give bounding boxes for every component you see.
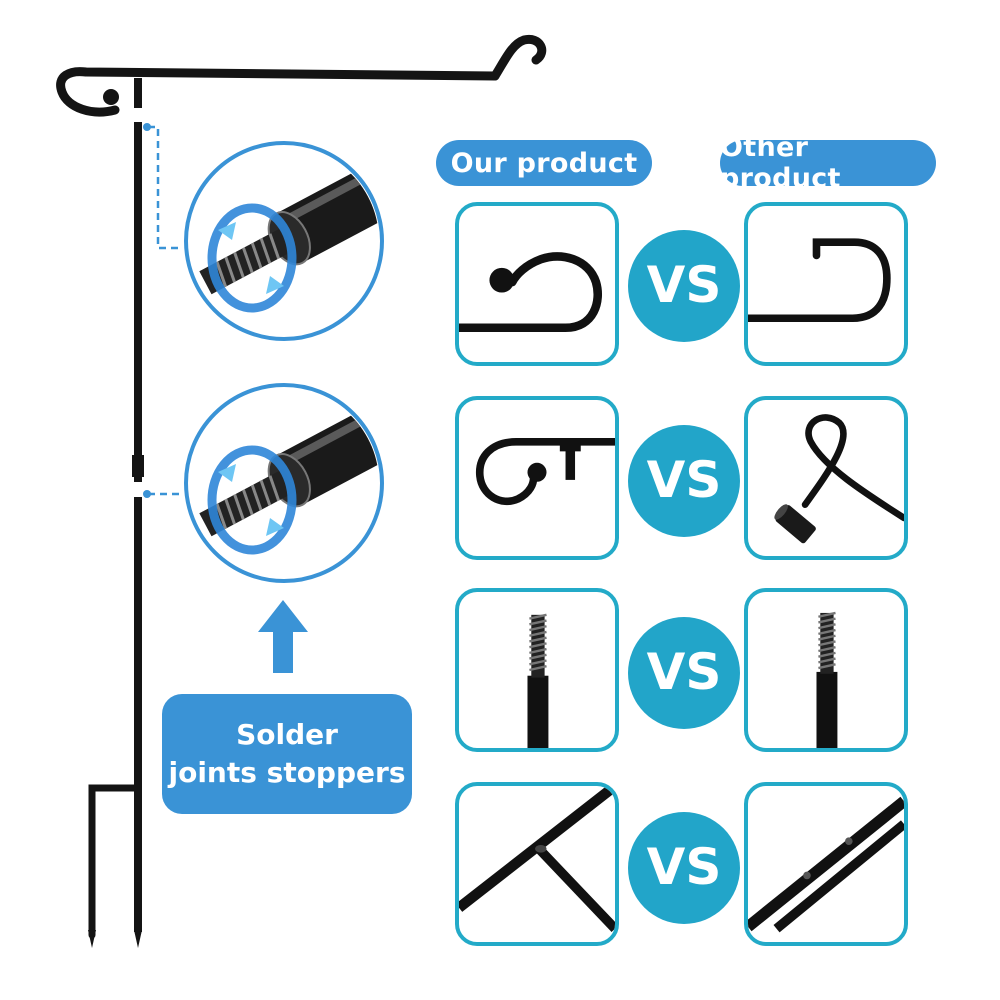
zoom-circle-upper — [184, 141, 384, 341]
pole-joint-collar — [132, 455, 144, 477]
dot-marker-top — [143, 123, 151, 131]
vs-badge-row-4: VS — [628, 812, 740, 924]
vs-text: VS — [647, 451, 722, 509]
pole-lower-segment — [134, 497, 142, 932]
dot-marker-bottom — [143, 490, 151, 498]
header-our-product: Our product — [436, 140, 652, 186]
rotate-arrows-icon — [207, 203, 297, 313]
zoom-circle-lower — [184, 383, 384, 583]
vs-badge-row-1: VS — [628, 230, 740, 342]
vs-badge-row-2: VS — [628, 425, 740, 537]
panel-others-loop — [744, 396, 908, 560]
panel-others-rivet — [744, 782, 908, 946]
pole-spike-right — [134, 930, 142, 948]
vs-text: VS — [647, 838, 722, 896]
panel-others-hook — [744, 202, 908, 366]
panel-ours-thread — [455, 588, 619, 752]
solder-joints-callout: Solder joints stoppers — [162, 694, 412, 814]
up-arrow-icon — [258, 600, 308, 673]
callout-line-1: Solder — [236, 718, 338, 751]
pole-upper-segment — [134, 122, 142, 482]
callout-line-2: joints stoppers — [168, 756, 406, 789]
panel-ours-arm — [455, 396, 619, 560]
panel-others-thread — [744, 588, 908, 752]
header-other-product: Other product — [720, 132, 936, 194]
pole-top-arm — [56, 34, 547, 117]
vs-text: VS — [647, 643, 722, 701]
vs-text: VS — [647, 256, 722, 314]
vs-badge-row-3: VS — [628, 617, 740, 729]
panel-ours-tjoint — [455, 782, 619, 946]
callout-dashed-lines — [148, 125, 180, 496]
pole-spike-left — [88, 930, 96, 948]
pole-top-connector — [134, 78, 142, 108]
rotate-arrows-icon — [207, 445, 297, 555]
ground-stake — [88, 784, 140, 939]
panel-ours-hook — [455, 202, 619, 366]
